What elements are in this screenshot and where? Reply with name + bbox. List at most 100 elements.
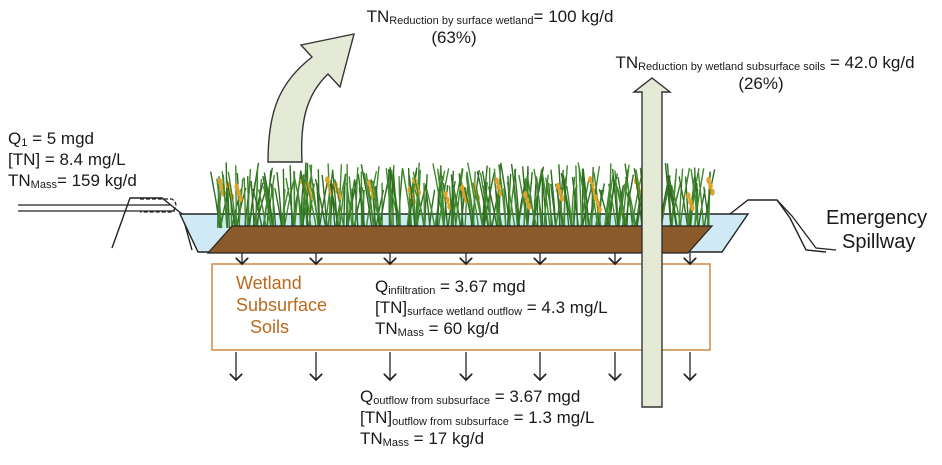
grass-seed-head xyxy=(460,184,465,192)
grass-tuft xyxy=(388,168,404,229)
grass-blade xyxy=(479,172,490,229)
grass-blade xyxy=(535,176,542,229)
grass-blade xyxy=(608,183,618,229)
grass-blade xyxy=(452,187,462,229)
grass-blade xyxy=(426,189,436,229)
infiltration-tn-prefix: [TN] xyxy=(375,298,408,317)
grass-tuft xyxy=(221,162,243,229)
grass-blade xyxy=(257,189,267,229)
grass-blade xyxy=(668,175,678,229)
grass-blade xyxy=(617,176,627,229)
grass-seed-head xyxy=(557,188,563,196)
grass-blade xyxy=(360,164,373,229)
surface-reduction-sub: Reduction by surface wetland xyxy=(389,15,534,27)
grass-seed-head xyxy=(234,183,239,191)
grass-blade xyxy=(300,168,308,229)
soils-line1: Wetland xyxy=(236,273,302,293)
grass-blade xyxy=(483,172,496,229)
grass-blade xyxy=(560,173,573,229)
grass-tuft xyxy=(560,173,578,229)
grass-tuft xyxy=(678,168,700,229)
soils-line2: Subsurface xyxy=(236,295,328,315)
inflow-pipe xyxy=(140,198,177,213)
subsurface-reduction-sub: Reduction by wetland subsurface soils xyxy=(638,61,826,73)
grass-blade xyxy=(423,182,426,229)
wetland-vegetation xyxy=(209,162,716,229)
subsurface-reduction-line: TNReduction by wetland subsurface soils … xyxy=(592,52,938,73)
surface-reduction-percent: (63%) xyxy=(431,28,477,47)
inflow-mass-prefix: TN xyxy=(8,171,31,190)
infiltration-q-sub: infiltration xyxy=(388,285,436,297)
grass-blade xyxy=(222,174,228,229)
grass-blade xyxy=(463,187,474,229)
grass-blade xyxy=(303,178,312,229)
outflow-tn-sub: outflow from subsurface xyxy=(392,416,509,428)
outflow-q-value: = 3.67 mgd xyxy=(490,387,581,406)
subsurface-reduction-label: TNReduction by wetland subsurface soils … xyxy=(592,52,938,94)
grass-blade xyxy=(339,186,346,229)
grass-blade xyxy=(309,164,320,229)
grass-blade xyxy=(498,164,507,229)
grass-blade xyxy=(624,176,637,229)
grass-seed-head xyxy=(708,182,713,190)
surface-reduction-prefix: TN xyxy=(366,7,390,26)
grass-tuft xyxy=(432,163,456,229)
grass-seed-head xyxy=(595,200,600,208)
outflow-arrows xyxy=(236,352,690,380)
grass-blade xyxy=(686,189,695,229)
inflow-mass-line: TNMass= 159 kg/d xyxy=(8,170,137,191)
grass-blade xyxy=(608,163,612,229)
left-berm xyxy=(111,197,193,251)
grass-blade xyxy=(385,168,393,229)
grass-seed-head xyxy=(686,192,691,200)
surface-reduction-value: = 100 kg/d xyxy=(533,7,614,26)
grass-blade xyxy=(330,180,336,229)
outflow-mass-value: = 17 kg/d xyxy=(408,429,485,448)
subsurface-outflow-label: Qoutflow from subsurface = 3.67 mgd [TN]… xyxy=(360,386,594,449)
inflow-tn-line: [TN] = 8.4 mg/L xyxy=(8,150,126,169)
grass-blade xyxy=(523,178,527,229)
grass-blade xyxy=(448,185,454,229)
grass-blade xyxy=(678,176,689,229)
grass-blade xyxy=(571,177,580,229)
grass-blade xyxy=(227,171,238,229)
outflow-q-line: Qoutflow from subsurface = 3.67 mgd xyxy=(360,386,594,407)
grass-tuft xyxy=(412,171,436,229)
grass-blade xyxy=(209,171,221,229)
inflow-q-prefix: Q xyxy=(8,129,22,148)
sediment-layer xyxy=(206,225,714,254)
grass-seed-head xyxy=(217,178,223,186)
grass-blade xyxy=(577,162,590,229)
outflow-q-prefix: Q xyxy=(360,387,374,406)
grass-blade xyxy=(408,175,416,229)
outflow-tn-prefix: [TN] xyxy=(360,408,393,427)
grass-blade xyxy=(604,174,614,229)
grass-blade xyxy=(442,182,449,229)
grass-tuft xyxy=(262,172,277,229)
infiltration-q-prefix: Q xyxy=(375,277,389,296)
grass-blade xyxy=(518,174,529,229)
grass-blade xyxy=(464,187,469,229)
grass-tuft xyxy=(467,162,496,229)
grass-blade xyxy=(345,182,354,229)
grass-blade xyxy=(621,164,630,229)
spillway-line2: Spillway xyxy=(842,231,916,253)
surface-reduction-line: TNReduction by surface wetland= 100 kg/d xyxy=(325,6,655,27)
grass-blade xyxy=(616,187,624,229)
grass-blade xyxy=(305,180,318,229)
grass-seed-head xyxy=(525,196,530,204)
grass-seed-head xyxy=(706,176,711,184)
grass-blade xyxy=(550,169,557,229)
grass-blade xyxy=(324,169,334,229)
outflow-mass-prefix: TN xyxy=(360,429,383,448)
grass-blade xyxy=(255,165,259,229)
grass-blade xyxy=(666,163,672,229)
grass-blade xyxy=(354,167,359,229)
grass-blade xyxy=(483,185,493,229)
infiltration-tn-value: = 4.3 mg/L xyxy=(522,298,608,317)
grass-blade xyxy=(545,177,554,229)
grass-blade xyxy=(297,188,302,229)
infiltration-tn-line: [TN]surface wetland outflow = 4.3 mg/L xyxy=(375,297,608,318)
grass-blade xyxy=(566,186,573,229)
grass-seed-head xyxy=(559,194,565,202)
